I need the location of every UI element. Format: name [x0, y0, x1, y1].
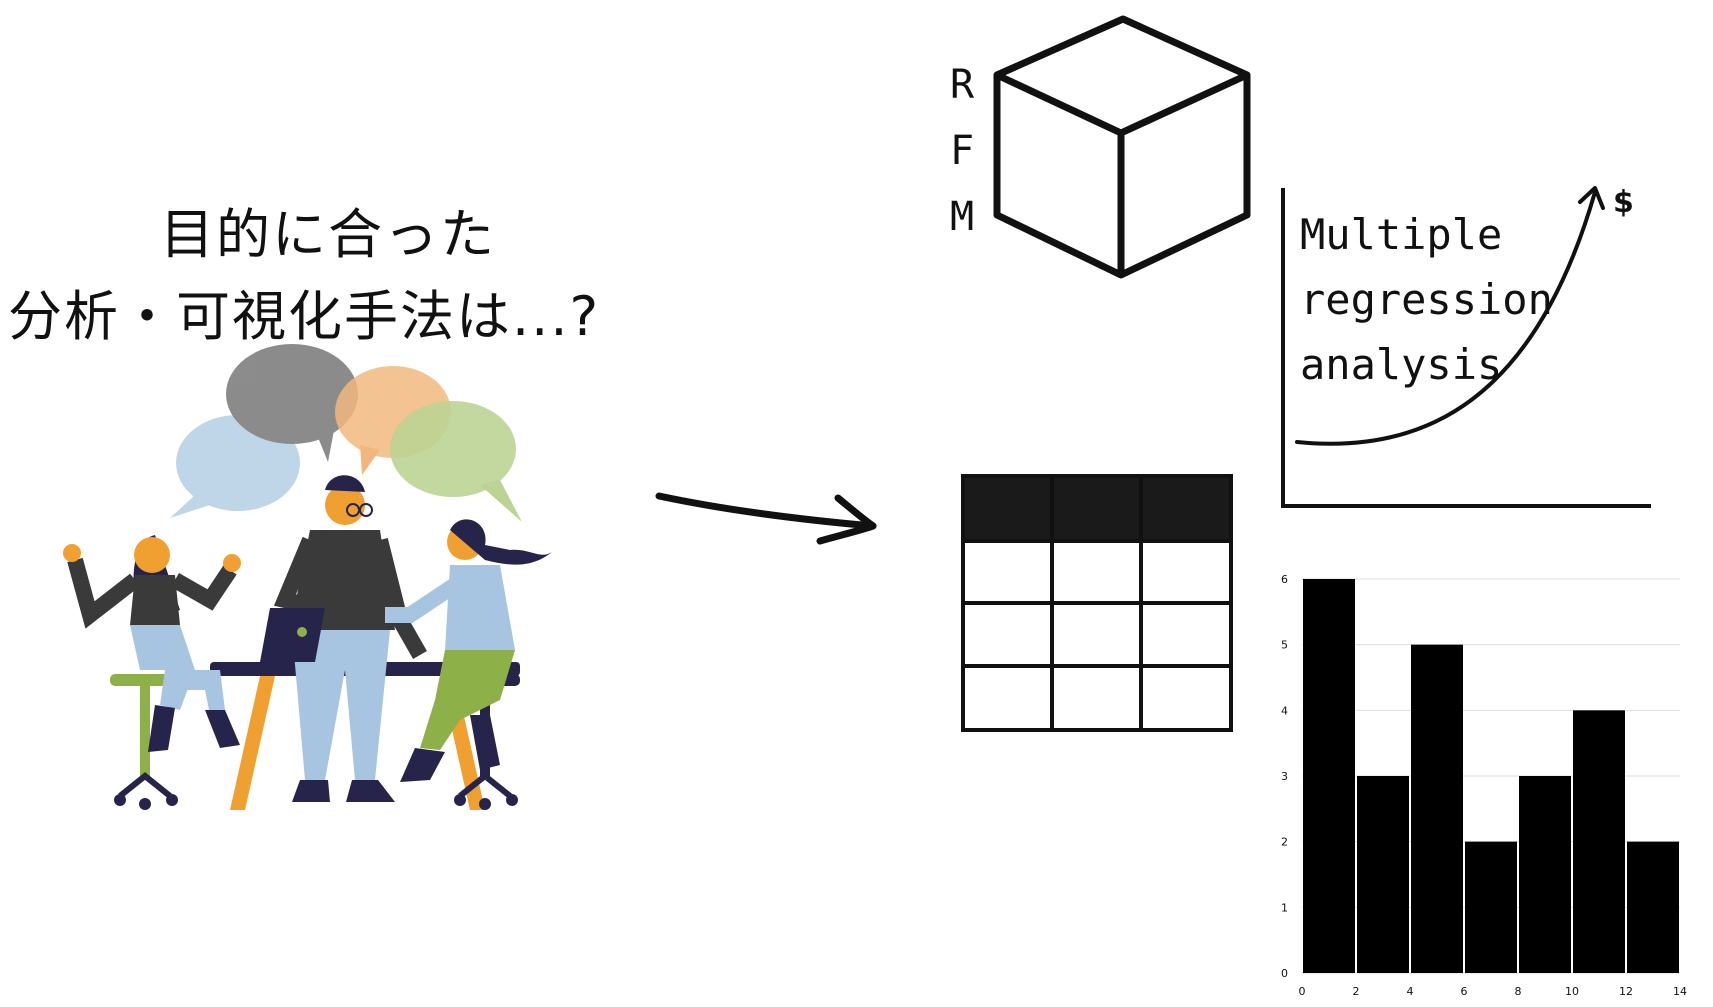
team-discussion-illustration [63, 344, 552, 810]
desk-leg-left [230, 676, 275, 810]
histogram-bar [1627, 841, 1679, 973]
histogram-bar [1465, 841, 1517, 973]
histogram-y-tick-label: 6 [1281, 573, 1288, 586]
histogram-y-tick-label: 0 [1281, 967, 1288, 980]
regression-growth-chart [1281, 186, 1651, 508]
histogram-y-tick-label: 1 [1281, 901, 1288, 914]
speech-bubble-orange-tail [360, 445, 380, 475]
dollar-sign-label: $ [1613, 185, 1634, 220]
stool-right-wheel-2 [479, 798, 491, 810]
histogram-x-tick-label: 6 [1461, 985, 1468, 998]
histogram-x-tick-label: 8 [1515, 985, 1522, 998]
rfm-letter-r: R [950, 62, 975, 108]
histogram-y-tick-label: 3 [1281, 770, 1288, 783]
histogram-bar [1303, 579, 1355, 973]
histogram-x-tick-label: 0 [1299, 985, 1306, 998]
stool-left-seat [110, 674, 180, 686]
stool-right-wheel-3 [506, 794, 518, 806]
rfm-cube-icon [993, 15, 1251, 279]
histogram-bar [1573, 710, 1625, 973]
histogram-x-tick-label: 14 [1673, 985, 1687, 998]
person-right [385, 519, 552, 782]
person-left [63, 535, 241, 752]
stool-left-wheel-3 [166, 794, 178, 806]
speech-bubbles [170, 344, 522, 522]
speech-bubble-green-tail [480, 480, 522, 522]
regression-label-line-1: Multiple [1300, 210, 1503, 259]
speech-bubble-blue-tail [170, 495, 210, 518]
histogram-x-tick-label: 12 [1619, 985, 1633, 998]
regression-label-line-2: regression [1300, 275, 1553, 324]
arrow-right-icon [655, 492, 877, 545]
growth-curve-arrowhead [1578, 186, 1605, 210]
histogram-x-tick-label: 10 [1565, 985, 1579, 998]
stool-left-post [140, 686, 150, 776]
histogram-bar [1357, 776, 1409, 973]
stool-left-base [118, 772, 172, 799]
histogram-bar [1519, 776, 1571, 973]
stool-right-wheel-1 [454, 794, 466, 806]
growth-curve [1295, 190, 1597, 446]
person-middle [260, 475, 427, 802]
histogram-y-tick-labels: 0 1 2 3 4 5 6 [1281, 573, 1288, 980]
histogram-x-tick-label: 2 [1353, 985, 1360, 998]
rfm-letter-f: F [950, 128, 975, 174]
table-grid-icon [961, 474, 1233, 732]
histogram-x-tick-label: 4 [1407, 985, 1414, 998]
stool-left-wheel-1 [114, 794, 126, 806]
histogram-bar [1411, 644, 1463, 973]
histogram-y-tick-label: 4 [1281, 704, 1288, 717]
regression-label-line-3: analysis [1300, 340, 1503, 389]
laptop-icon [260, 608, 325, 662]
histogram-y-tick-label: 2 [1281, 836, 1288, 849]
histogram-y-tick-label: 5 [1281, 639, 1288, 652]
stool-right-base [458, 772, 512, 799]
histogram-x-tick-labels: 0 2 4 6 8 10 12 14 [1299, 985, 1688, 998]
speech-bubble-green [390, 401, 516, 497]
stool-left-wheel-2 [139, 798, 151, 810]
speech-bubble-gray-tail [315, 425, 335, 462]
histogram-bars [1303, 579, 1679, 973]
speech-bubble-gray [226, 344, 358, 444]
title-line-2: 分析・可視化手法は...? [8, 285, 601, 348]
title-line-1: 目的に合った [160, 203, 496, 266]
rfm-letter-m: M [950, 194, 975, 240]
